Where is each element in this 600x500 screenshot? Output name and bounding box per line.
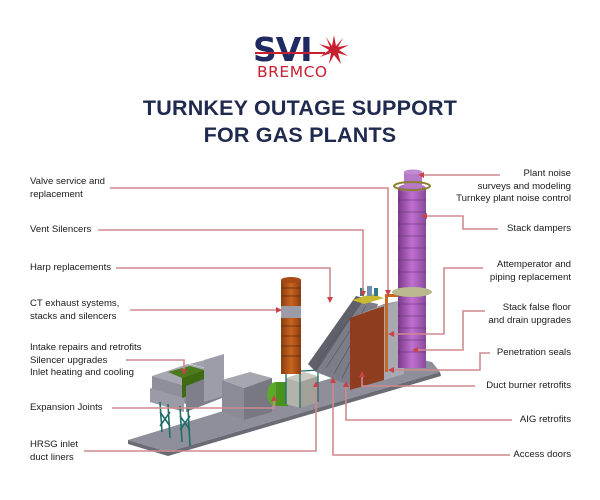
label-stack-dampers: Stack dampers — [507, 223, 571, 234]
leader-access-doors — [332, 380, 510, 456]
leader-arrowheads — [181, 172, 427, 401]
leader-aig-retrofits — [345, 384, 512, 421]
leader-stack-dampers — [424, 215, 498, 230]
main-exhaust-stack — [392, 169, 432, 368]
leader-stack-false-floor — [414, 310, 485, 351]
label-valve-service: Valve service and replacement — [30, 176, 106, 200]
leader-penetration-seals — [390, 352, 490, 371]
label-vent-silencers: Vent Silencers — [30, 224, 92, 235]
label-stack-false-floor: Stack false floor and drain upgrades — [488, 302, 571, 326]
svi-bremco-logo: SVI BREMCO — [253, 33, 349, 83]
ct-exhaust-stack — [281, 277, 319, 408]
label-hrsg-inlet: HRSG inlet duct liners — [30, 439, 78, 463]
leader-duct-burner — [361, 374, 475, 387]
label-penetration-seals: Penetration seals — [496, 347, 571, 358]
intake-filter-house — [150, 354, 224, 412]
label-duct-burner: Duct burner retrofits — [486, 380, 571, 391]
label-ct-exhaust: CT exhaust systems, stacks and silencers — [30, 298, 120, 322]
logo-bremco-text: BREMCO — [257, 63, 328, 81]
leader-attemperator — [390, 267, 483, 335]
title-line-2: FOR GAS PLANTS — [203, 123, 397, 147]
logo-laser-line — [255, 52, 325, 54]
leader-hrsg-inlet — [84, 384, 317, 452]
leader-vent-silencers — [98, 229, 364, 294]
leader-valve-service — [110, 187, 389, 292]
label-harp-replacements: Harp replacements — [30, 262, 112, 273]
title-line-1: TURNKEY OUTAGE SUPPORT — [142, 96, 458, 120]
logo-svi-text: SVI — [253, 30, 313, 69]
intake-support-legs — [159, 401, 191, 447]
leader-expansion-joints — [112, 398, 275, 409]
label-attemperator: Attemperator and piping replacement — [489, 259, 571, 283]
label-aig-retrofits: AIG retrofits — [519, 414, 571, 425]
leader-harp-replacements — [116, 267, 331, 300]
starburst-icon — [319, 35, 349, 64]
label-expansion-joints: Expansion Joints — [30, 402, 103, 413]
page-title: TURNKEY OUTAGE SUPPORT FOR GAS PLANTS — [0, 95, 600, 149]
hrsg-casing — [350, 304, 384, 390]
leader-lines — [84, 174, 512, 456]
leader-intake-repairs — [126, 359, 185, 372]
label-access-doors: Access doors — [513, 449, 571, 460]
label-plant-noise: Plant noise surveys and modeling Turnkey… — [456, 168, 571, 204]
label-intake-repairs: Intake repairs and retrofits Silencer up… — [30, 342, 142, 378]
